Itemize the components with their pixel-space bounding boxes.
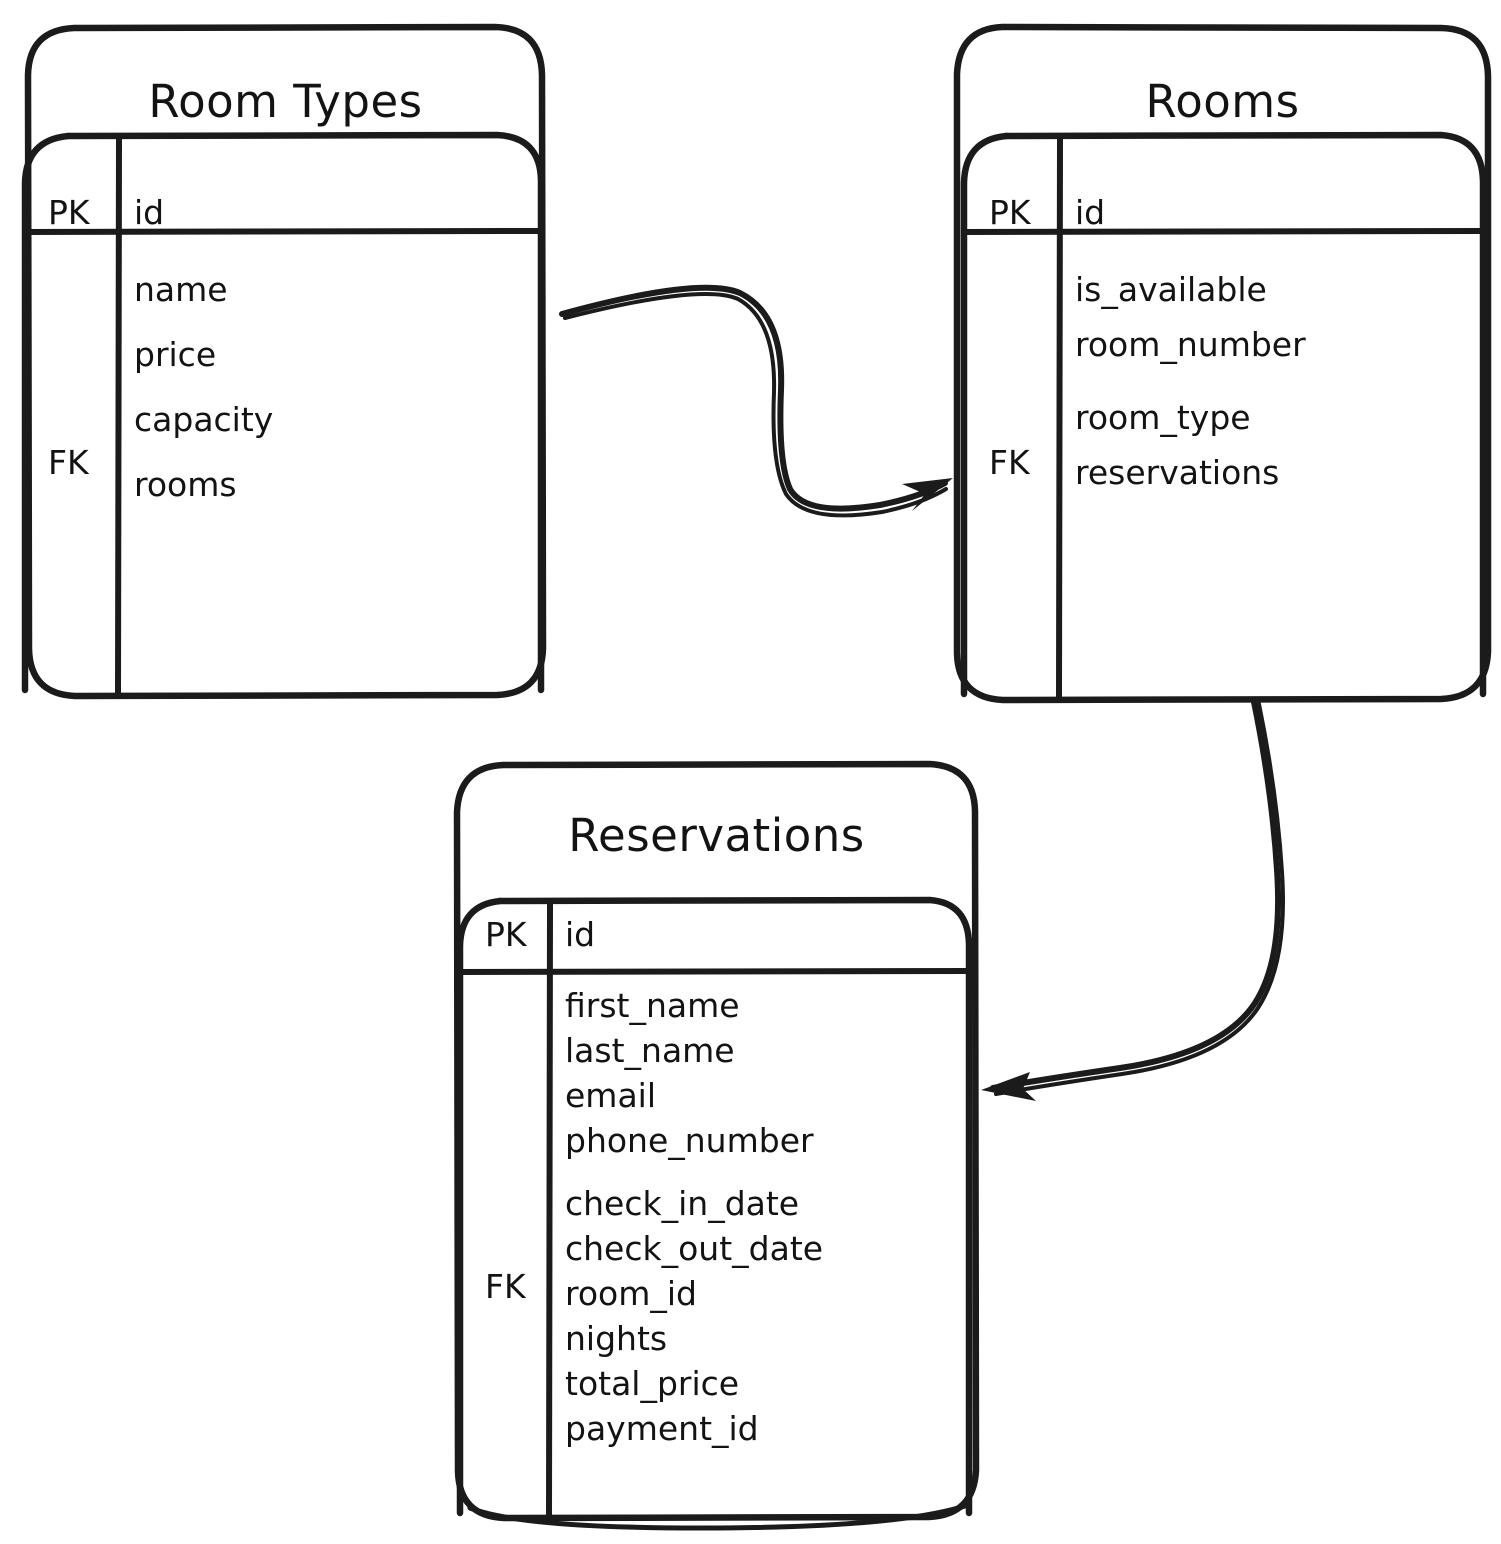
reservations-outer-card [453,760,980,1531]
room-types-outer-card [24,23,547,700]
rooms-inner-box [960,131,1487,701]
field-reservations-phone-number: phone_number [565,1121,814,1160]
field-reservations-last-name: last_name [565,1031,735,1070]
field-reservations-total-price: total_price [565,1364,740,1403]
fk-label-rooms: FK [989,443,1030,482]
field-reservations-email: email [565,1076,657,1115]
field-reservations-check-out-date: check_out_date [565,1229,824,1268]
pk-label-rooms: PK [989,193,1031,232]
field-rooms-room-number: room_number [1075,325,1306,364]
entity-title-reservations: Reservations [568,809,865,862]
pk-field-room-types: id [134,193,165,232]
field-rooms-reservations: reservations [1075,453,1280,492]
entity-reservations[interactable]: Reservations PK id FK first_name last_na… [457,764,976,1524]
fk-label-room-types: FK [48,443,89,482]
pk-field-reservations: id [565,915,596,954]
field-list-reservations: first_name last_name email phone_number … [565,986,823,1448]
field-room-types-rooms: rooms [134,465,237,504]
field-list-room-types: name price capacity rooms [134,270,273,504]
entity-rooms[interactable]: Rooms PK id FK is_available room_number … [957,27,1488,700]
field-rooms-room-type: room_type [1075,398,1251,437]
field-reservations-payment-id: payment_id [565,1409,759,1448]
field-reservations-check-in-date: check_in_date [565,1184,800,1223]
connector-room-types-to-rooms [559,284,953,518]
fk-label-reservations: FK [485,1267,526,1306]
field-room-types-price: price [134,335,217,374]
field-reservations-nights: nights [565,1319,668,1358]
field-reservations-room-id: room_id [565,1274,697,1313]
field-reservations-first-name: first_name [565,986,740,1025]
rooms-outer-card [953,23,1492,704]
connector-rooms-to-reservations [981,699,1285,1101]
reservations-inner-box [456,896,973,1519]
field-room-types-capacity: capacity [134,400,274,439]
room-types-inner-box [21,131,545,697]
pk-label-room-types: PK [48,193,90,232]
entity-title-rooms: Rooms [1145,75,1300,128]
field-rooms-is-available: is_available [1075,270,1267,309]
field-list-rooms: is_available room_number room_type reser… [1075,270,1306,492]
entity-room-types[interactable]: Room Types PK id FK name price capacity … [28,27,543,696]
pk-field-rooms: id [1075,193,1106,232]
entity-title-room-types: Room Types [148,75,423,128]
pk-label-reservations: PK [485,915,527,954]
field-room-types-name: name [134,270,228,309]
